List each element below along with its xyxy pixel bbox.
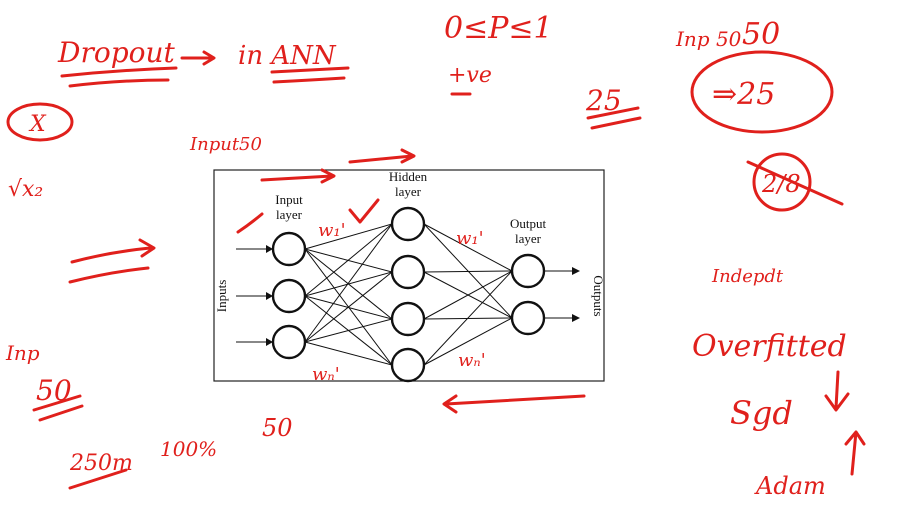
neural-network-diagram: Input layer Hidden layer Output layer In… [213,169,606,383]
arrow-dropout [180,50,216,66]
note-x-squared: √x₂ [8,177,43,202]
hidden-node [390,301,426,337]
circle-twenty-five [690,50,834,134]
input-node [271,278,307,314]
handwritten-annotations: Dropout in ANN 0≤P≤1 +ve Inp 50 50 ⇒25 2… [5,11,866,500]
circle-crossed [752,152,812,212]
input-arrowhead [266,245,273,253]
note-adam: Adam [754,472,826,500]
output-node [510,253,546,289]
note-w1-hidden-bottom: wₙ' [458,350,486,371]
network-connections [304,223,513,366]
connection-edge [423,223,513,272]
strike-crossed [746,160,844,206]
note-positive: +ve [448,63,492,88]
note-sgd: Sgd [730,394,793,432]
underline-two-hundred [68,468,128,490]
connection-edge [304,223,393,343]
note-fifty-left: 50 [36,374,72,407]
underline-fifty-left [32,394,84,422]
output-layer-label: Output [510,216,547,231]
note-twenty-five-circled: ⇒25 [712,77,775,112]
note-w1-bottom: wₙ' [312,364,340,385]
output-node [510,300,546,336]
arrow-back [442,394,586,414]
circle-x [6,102,74,142]
tick-input [236,212,264,234]
arrow-top-2 [260,168,336,184]
note-inp-50: Inp 50 [675,27,742,51]
connection-edge [304,223,393,297]
connection-edge [423,317,513,366]
connection-edge [304,271,393,343]
connection-edge [423,270,513,320]
input-layer-label: Input [275,192,303,207]
note-independent: Indepdt [711,266,784,287]
connection-edge [304,318,393,343]
connection-edge [304,223,393,250]
io-arrows [236,245,580,346]
underline-twenty-five [586,106,642,130]
hidden-node [390,254,426,290]
note-fifty-bottom: 50 [262,414,293,442]
hidden-layer-label: Hidden [389,169,428,184]
output-arrowhead [572,267,580,275]
output-layer-label-line2: layer [515,231,542,246]
network-nodes [271,206,546,383]
note-percent: 100% [160,437,217,461]
input-arrowhead [266,292,273,300]
note-in-ann: in ANN [238,41,337,71]
input-layer-label-line2: layer [276,207,303,222]
connection-edge [423,270,513,273]
output-arrowhead [572,314,580,322]
underline-dropout [60,66,178,88]
left-arrow-marks [68,238,156,284]
connection-edge [304,341,393,366]
note-prob-range: 0≤P≤1 [444,11,553,46]
note-x-circled: X [28,112,47,137]
input-arrowhead [266,338,273,346]
hidden-layer-label-line2: layer [395,184,422,199]
note-fifty-top: 50 [742,17,780,52]
input-node [271,231,307,267]
hidden-node [390,206,426,242]
connection-edge [304,271,393,297]
hidden-node [390,347,426,383]
note-overfitted: Overfitted [692,329,847,364]
check-w1 [348,198,380,224]
note-w1-hidden: w₁' [456,228,484,249]
up-arrow-adam [844,430,866,476]
underline-ann [270,66,350,84]
outputs-axis-label: Outputs [591,275,606,316]
note-w1-top: w₁' [318,220,346,241]
note-inp-left: Inp [5,341,40,365]
inputs-axis-label: Inputs [214,280,229,313]
down-arrow-sgd [824,370,850,412]
input-node [271,324,307,360]
arrow-top-1 [348,148,416,164]
note-input50: Input50 [189,134,262,155]
note-dropout: Dropout [57,36,176,69]
connection-edge [423,270,513,366]
